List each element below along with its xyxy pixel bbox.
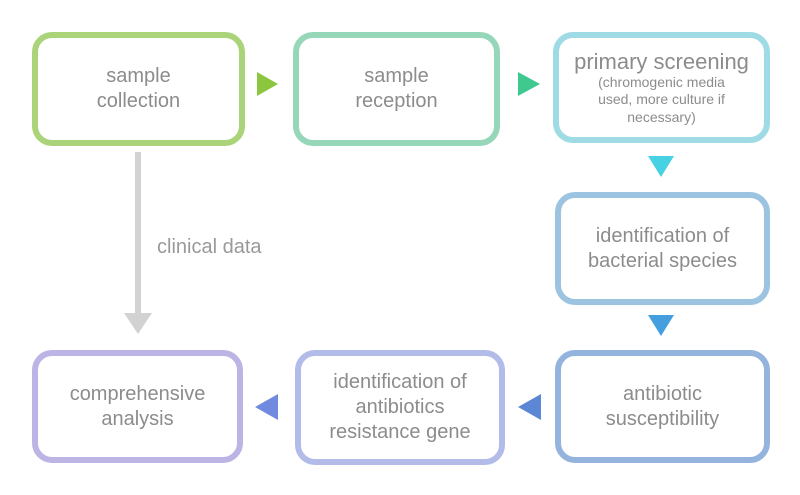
node-label: antibiotic susceptibility	[605, 382, 720, 430]
node-label: comprehensive analysis	[69, 382, 206, 430]
node-antibiotic-susceptibility: antibiotic susceptibility	[555, 350, 770, 463]
node-sample-reception: sample reception	[293, 32, 500, 146]
clinical-data-label: clinical data	[157, 236, 262, 258]
node-primary-screening: primary screening (chromogenic media use…	[553, 32, 770, 143]
arrow-down-icon	[648, 315, 674, 336]
arrow-left-icon	[518, 394, 541, 420]
node-identification-of-antibiotics-resistance-gene: identification of antibiotics resistance…	[295, 350, 505, 465]
node-sample-collection: sample collection	[32, 32, 245, 146]
node-comprehensive-analysis: comprehensive analysis	[32, 350, 243, 463]
clinical-data-connector-line	[135, 152, 141, 314]
arrow-right-icon	[518, 72, 540, 96]
arrow-right-icon	[257, 72, 278, 96]
node-sublabel: (chromogenic media used, more culture if…	[598, 73, 725, 125]
node-label: sample collection	[96, 65, 181, 112]
arrow-down-icon	[648, 156, 674, 177]
node-label: identification of antibiotics resistance…	[329, 371, 471, 443]
node-identification-of-bacterial-species: identification of bacterial species	[555, 192, 770, 305]
arrow-down-icon	[124, 313, 152, 334]
arrow-left-icon	[255, 394, 278, 420]
node-label: sample reception	[355, 65, 438, 112]
node-title: primary screening	[574, 48, 749, 74]
node-label: identification of bacterial species	[588, 224, 737, 272]
